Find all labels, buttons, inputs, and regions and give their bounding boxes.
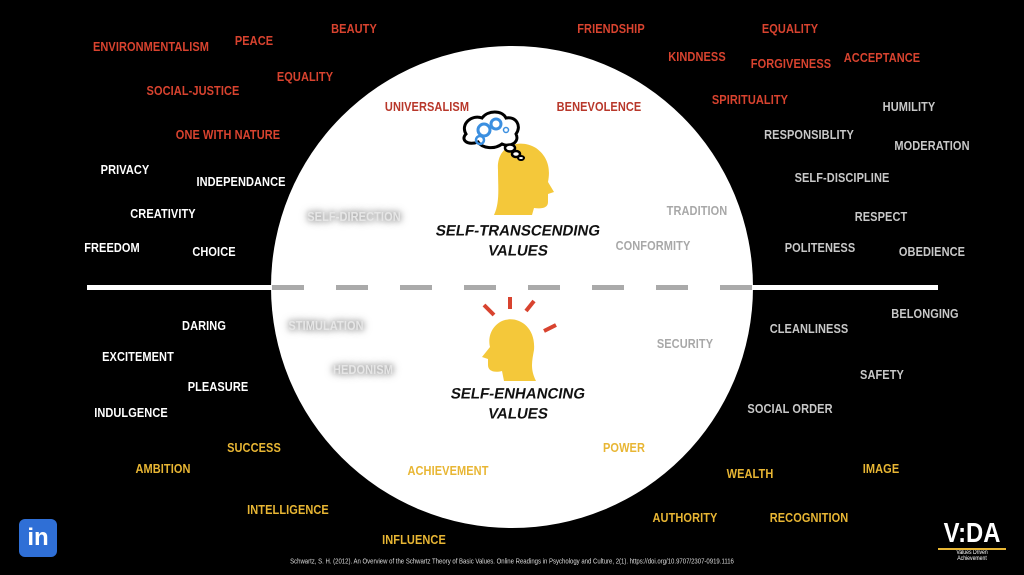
value-word: CHOICE — [192, 245, 236, 259]
value-word: EXCITEMENT — [102, 350, 174, 364]
value-word: AMBITION — [135, 462, 191, 476]
value-word: MODERATION — [894, 139, 970, 153]
value-category: SELF-DIRECTION — [307, 210, 401, 224]
value-word: FREEDOM — [84, 241, 140, 255]
value-word: SOCIAL-JUSTICE — [146, 84, 240, 98]
value-word: INTELLIGENCE — [247, 503, 329, 517]
value-word: POLITENESS — [784, 241, 856, 255]
self-enhancing-title: SELF-ENHANCING — [449, 385, 587, 403]
value-word: SAFETY — [860, 368, 904, 382]
axis-line-right — [751, 285, 938, 290]
thinking-head-icon — [462, 110, 554, 215]
value-category: TRADITION — [666, 204, 728, 218]
stressed-head-icon — [482, 297, 557, 381]
axis-line-left — [87, 285, 273, 290]
value-word: WEALTH — [726, 467, 774, 481]
dash — [400, 285, 432, 290]
dash — [464, 285, 496, 290]
dash — [528, 285, 560, 290]
value-word: SELF-DISCIPLINE — [794, 171, 890, 185]
value-word: RESPECT — [854, 210, 908, 224]
logo-underline — [938, 548, 1006, 550]
logo-name: V:DA — [943, 517, 1001, 548]
value-word: OBEDIENCE — [898, 245, 966, 259]
value-word: SPIRITUALITY — [711, 93, 789, 107]
value-category: HEDONISM — [333, 363, 393, 377]
logo-tagline: Values Driven Achievement — [956, 550, 988, 562]
value-word: CLEANLINESS — [769, 322, 849, 336]
value-word: FORGIVENESS — [750, 57, 832, 71]
value-word: IMAGE — [862, 462, 900, 476]
value-word: EQUALITY — [761, 22, 819, 36]
value-word: INDEPENDANCE — [196, 175, 286, 189]
value-word: FRIENDSHIP — [577, 22, 645, 36]
value-word: ONE WITH NATURE — [175, 128, 281, 142]
dash — [336, 285, 368, 290]
value-category: POWER — [602, 441, 646, 455]
value-word: BEAUTY — [331, 22, 377, 36]
citation: Schwartz, S. H. (2012). An Overview of t… — [290, 556, 734, 566]
value-word: PRIVACY — [100, 163, 150, 177]
vida-logo: V:DA Values Driven Achievement — [936, 518, 1008, 562]
value-category: STIMULATION — [288, 319, 364, 333]
self-enhancing-subtitle: VALUES — [486, 405, 550, 423]
value-word: INFLUENCE — [382, 533, 446, 547]
value-word: EQUALITY — [276, 70, 334, 84]
value-word: SUCCESS — [227, 441, 281, 455]
value-word: RESPONSIBLITY — [764, 128, 854, 142]
value-category: CONFORMITY — [615, 239, 691, 253]
value-word: PLEASURE — [187, 380, 249, 394]
value-category: SECURITY — [656, 337, 714, 351]
dash — [272, 285, 304, 290]
dash — [656, 285, 688, 290]
value-word: RECOGNITION — [769, 511, 849, 525]
value-word: ENVIRONMENTALISM — [92, 40, 210, 54]
value-word: CREATIVITY — [130, 207, 196, 221]
value-word: INDULGENCE — [94, 406, 168, 420]
dash — [592, 285, 624, 290]
value-category: UNIVERSALISM — [384, 100, 470, 114]
value-word: BELONGING — [891, 307, 959, 321]
value-category: BENEVOLENCE — [556, 100, 642, 114]
value-word: HUMILITY — [882, 100, 936, 114]
value-word: PEACE — [234, 34, 274, 48]
value-word: DARING — [182, 319, 226, 333]
value-word: ACCEPTANCE — [843, 51, 921, 65]
linkedin-icon[interactable]: in — [19, 519, 57, 557]
self-transcending-subtitle: VALUES — [486, 242, 550, 260]
dash — [720, 285, 752, 290]
value-category: ACHIEVEMENT — [407, 464, 489, 478]
value-word: SOCIAL ORDER — [747, 402, 833, 416]
self-transcending-title: SELF-TRANSCENDING — [434, 222, 602, 240]
value-word: KINDNESS — [668, 50, 726, 64]
value-word: AUTHORITY — [652, 511, 718, 525]
